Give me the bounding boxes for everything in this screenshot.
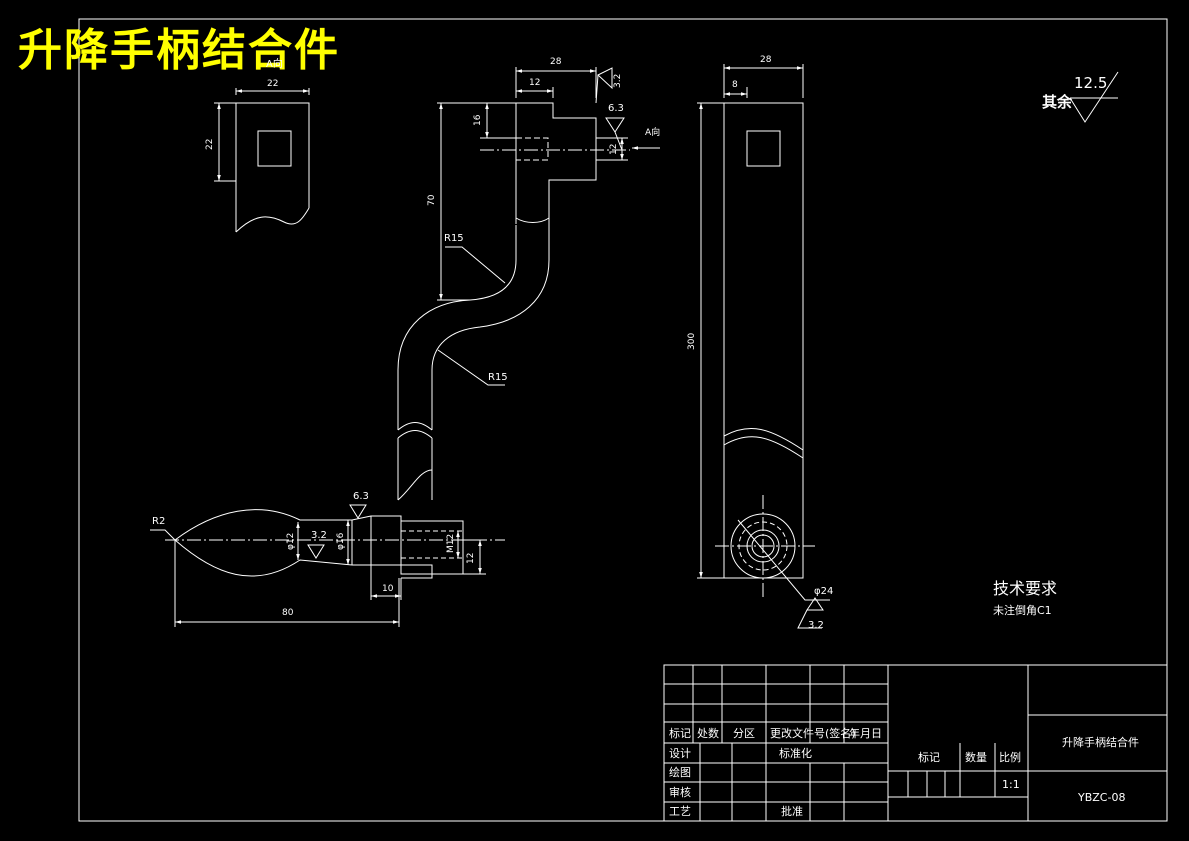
crank-side-view: [697, 64, 830, 629]
tb-drawing-no: YBZC-08: [1078, 791, 1126, 804]
dim-r15-upper: R15: [444, 233, 464, 244]
dim-head-12: 12: [529, 78, 541, 88]
dim-phi24: φ24: [814, 586, 834, 597]
rest-roughness-label: 其余: [1042, 93, 1073, 111]
drawing-title: 升降手柄结合件: [18, 25, 340, 76]
tb-header-4: 年月日: [849, 727, 882, 740]
dim-r15-lower: R15: [488, 372, 508, 383]
tb-bili: 比例: [999, 751, 1021, 764]
tb-scale: 1:1: [1002, 778, 1020, 791]
dim-side-28: 28: [760, 55, 772, 65]
title-block: [663, 664, 1168, 822]
tb-header-1: 处数: [697, 727, 719, 740]
tb-part-name: 升降手柄结合件: [1062, 736, 1139, 749]
dim-r2: R2: [152, 516, 166, 527]
rest-roughness-value: 12.5: [1074, 74, 1108, 92]
tb-shenhe: 审核: [669, 786, 691, 799]
tb-biaoji: 标记: [918, 751, 940, 764]
tb-pizhun: 批准: [781, 805, 803, 818]
tb-gongyi: 工艺: [669, 805, 691, 818]
roughness-3-2-knob: 3.2: [311, 530, 327, 541]
view-arrow-label: A向: [645, 128, 661, 138]
crank-front-view: [150, 67, 660, 627]
dim-top-height: 22: [205, 138, 215, 150]
tb-header-0: 标记: [669, 727, 691, 740]
drawing-frame: [78, 18, 1168, 822]
tb-header-3: 更改文件号(签名): [770, 727, 856, 740]
dim-head-16: 16: [473, 114, 483, 126]
dim-side-8: 8: [732, 80, 738, 90]
tb-huitu: 绘图: [669, 766, 691, 779]
view-label: A向: [266, 59, 283, 70]
roughness-3-2-head: 3.2: [613, 73, 623, 88]
dim-80: 80: [282, 608, 294, 618]
dim-300: 300: [687, 332, 697, 350]
roughness-3-2-hole: 3.2: [808, 620, 824, 631]
roughness-6-3-shaft: 6.3: [353, 491, 369, 502]
tech-requirements-note: 未注倒角C1: [993, 604, 1052, 617]
dim-top-width: 22: [267, 79, 279, 89]
dim-knob-12: 12: [466, 552, 476, 564]
dim-head-28: 28: [550, 57, 562, 67]
dim-phi12: φ12: [286, 532, 296, 550]
a-view: [214, 88, 310, 233]
tb-header-2: 分区: [733, 727, 755, 740]
dim-m12: M12: [446, 533, 456, 553]
tb-shuliang: 数量: [965, 751, 987, 764]
dim-10: 10: [382, 584, 394, 594]
roughness-6-3-head: 6.3: [608, 103, 624, 114]
dim-phi16: φ16: [336, 532, 346, 550]
tech-requirements-heading: 技术要求: [993, 579, 1058, 598]
dim-head-12b: 12: [609, 143, 619, 155]
tb-sheji: 设计: [669, 747, 691, 760]
dim-70: 70: [427, 194, 437, 206]
tb-biaozhunhua: 标准化: [779, 747, 812, 760]
rest-roughness-symbol: [1069, 71, 1119, 123]
